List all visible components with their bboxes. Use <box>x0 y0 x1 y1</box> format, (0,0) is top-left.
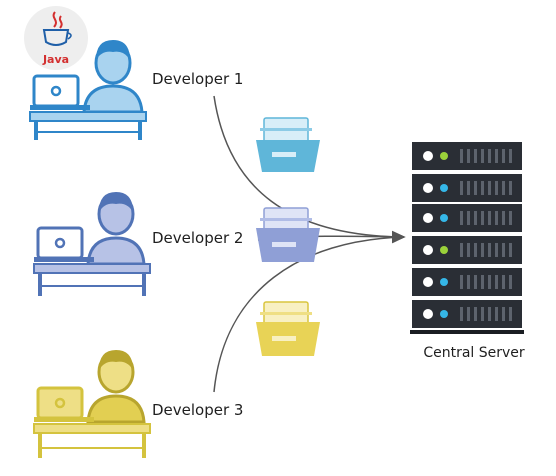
server-unit <box>412 174 522 202</box>
developer-1-figure <box>29 40 147 140</box>
server-unit <box>412 236 522 264</box>
java-logo: Java <box>24 6 88 70</box>
server-rack-icon <box>410 142 524 334</box>
flow-arrow-developer-3 <box>213 231 406 393</box>
java-logo-text: Java <box>42 53 69 66</box>
server-unit <box>412 300 522 328</box>
developer-2-label: Developer 2 <box>152 229 243 247</box>
flow-arrow-developer-1 <box>213 95 406 243</box>
developer-3-label: Developer 3 <box>152 401 243 419</box>
server-unit <box>412 204 522 232</box>
developer-2-figure <box>33 192 151 296</box>
folder-icon-developer-1 <box>256 117 320 172</box>
server-unit <box>412 268 522 296</box>
developer-3-figure <box>33 350 151 458</box>
folder-icon-developer-2 <box>256 207 320 262</box>
developer-1-label: Developer 1 <box>152 70 243 88</box>
server-label: Central Server <box>423 345 525 361</box>
folder-icon-developer-3 <box>256 301 320 356</box>
server-unit <box>412 142 522 170</box>
